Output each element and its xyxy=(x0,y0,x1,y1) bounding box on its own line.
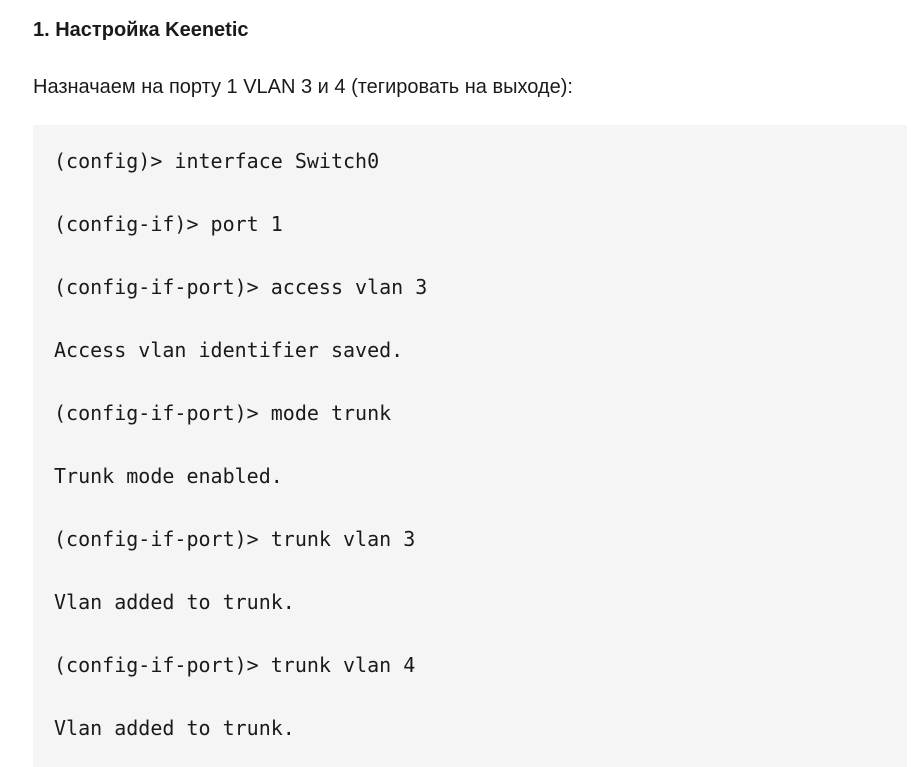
code-line-5: (config-if-port)> mode trunk xyxy=(54,401,392,425)
code-line-3: (config-if-port)> access vlan 3 xyxy=(54,275,428,299)
code-line-10: Vlan added to trunk. xyxy=(54,716,295,740)
code-line-6: Trunk mode enabled. xyxy=(54,464,283,488)
code-line-8: Vlan added to trunk. xyxy=(54,590,295,614)
intro-paragraph: Назначаем на порту 1 VLAN 3 и 4 (тегиров… xyxy=(33,76,573,98)
section-heading: 1. Настройка Keenetic xyxy=(33,19,249,41)
code-line-4: Access vlan identifier saved. xyxy=(54,338,404,362)
code-line-2: (config-if)> port 1 xyxy=(54,212,283,236)
code-line-7: (config-if-port)> trunk vlan 3 xyxy=(54,527,416,551)
code-block: (config)> interface Switch0 (config-if)>… xyxy=(33,125,907,767)
code-line-1: (config)> interface Switch0 xyxy=(54,149,380,173)
code-line-9: (config-if-port)> trunk vlan 4 xyxy=(54,653,416,677)
